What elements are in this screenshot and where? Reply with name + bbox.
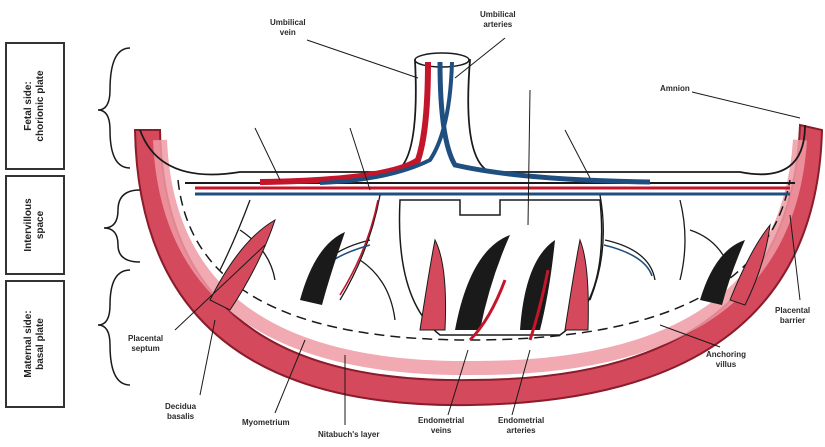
label-intervillous-space-line1: Intervillous	[492, 68, 535, 78]
label-chorionic-villus-line2: villus	[328, 118, 365, 128]
label-anchoring-villus: Anchoring villus	[706, 350, 746, 370]
label-main-stem-villus-line1: Main stem	[540, 112, 579, 122]
maternal-side-line1: Maternal side:	[23, 310, 35, 377]
label-placental-septum-line2: septum	[128, 344, 163, 354]
label-endometrial-veins-line1: Endometrial	[418, 416, 464, 426]
label-amnion: Amnion	[660, 84, 690, 94]
label-umbilical-vein: Umbilical vein	[270, 18, 306, 38]
label-anchoring-villus-line1: Anchoring	[706, 350, 746, 360]
intervillous-side-line1: Intervillous	[23, 198, 35, 251]
fetal-side-box: Fetal side:chorionic plate	[5, 42, 65, 170]
label-chorionic-villus-line1: Chorionic	[328, 108, 365, 118]
fetal-side-line2: chorionic plate	[35, 70, 47, 141]
label-nitabuchs-layer: Nitabuch's layer	[318, 430, 379, 440]
label-anchoring-villus-line2: villus	[706, 360, 746, 370]
maternal-side-box: Maternal side:basal plate	[5, 280, 65, 408]
label-placental-barrier-line1: Placental	[775, 306, 810, 316]
label-myometrium: Myometrium	[242, 418, 290, 428]
label-chorionic-arteries-veins-line2: arteries and veins	[218, 116, 286, 126]
label-main-stem-villus-line2: villus	[540, 122, 579, 132]
label-chorionic-arteries-veins: Chorionic arteries and veins	[218, 106, 286, 126]
label-decidua-basalis-line1: Decidua	[165, 402, 196, 412]
label-chorionic-villus: Chorionic villus	[328, 108, 365, 128]
label-decidua-basalis-line2: basalis	[165, 412, 196, 422]
intervillous-side-line2: space	[35, 198, 47, 251]
label-chorionic-arteries-veins-line1: Chorionic	[218, 106, 286, 116]
label-umbilical-arteries-line2: arteries	[480, 20, 516, 30]
label-endometrial-veins: Endometrial veins	[418, 416, 464, 436]
label-endometrial-veins-line2: veins	[418, 426, 464, 436]
label-placental-barrier-line2: barrier	[775, 316, 810, 326]
label-intervillous-space: Intervillous space	[492, 68, 535, 88]
label-placental-barrier: Placental barrier	[775, 306, 810, 326]
label-umbilical-arteries-line1: Umbilical	[480, 10, 516, 20]
label-umbilical-vein-line2: vein	[270, 28, 306, 38]
label-placental-septum-line1: Placental	[128, 334, 163, 344]
label-endometrial-arteries: Endometrial arteries	[498, 416, 544, 436]
maternal-side-line2: basal plate	[35, 310, 47, 377]
label-umbilical-vein-line1: Umbilical	[270, 18, 306, 28]
label-intervillous-space-line2: space	[492, 78, 535, 88]
label-endometrial-arteries-line1: Endometrial	[498, 416, 544, 426]
fetal-side-line1: Fetal side:	[23, 70, 35, 141]
label-endometrial-arteries-line2: arteries	[498, 426, 544, 436]
label-decidua-basalis: Decidua basalis	[165, 402, 196, 422]
label-placental-septum: Placental septum	[128, 334, 163, 354]
label-umbilical-arteries: Umbilical arteries	[480, 10, 516, 30]
label-main-stem-villus: Main stem villus	[540, 112, 579, 132]
